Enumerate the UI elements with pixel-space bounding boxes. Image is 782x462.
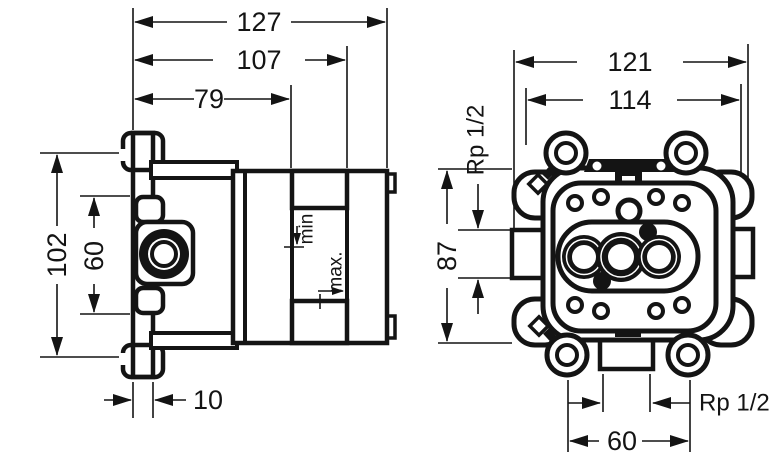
min-depth-block (289, 168, 350, 211)
top-center-port (615, 197, 643, 225)
front-view-extension-lines (438, 44, 749, 452)
bottom-left-brace (527, 314, 551, 338)
front-housing (509, 130, 756, 378)
screw-hole (566, 194, 584, 212)
flange-top-arm (149, 160, 239, 180)
screw-hole (647, 188, 665, 206)
dim-label-width-outer: 127 (236, 7, 281, 37)
label-max: max. (326, 251, 347, 292)
dim-label-front-height: 87 (432, 241, 462, 271)
side-port-boss-inner (150, 240, 178, 268)
dim-label-front-width-inner: 114 (608, 85, 651, 115)
flange-bottom-arm (149, 331, 239, 350)
mounting-flange (119, 130, 239, 380)
screw-hole (592, 188, 610, 206)
dim-label-width-inner: 79 (194, 84, 224, 114)
side-view-extension-lines (40, 8, 388, 418)
flange-bottom-clip-notch (119, 353, 127, 365)
front-view-dimension-lines (441, 56, 747, 447)
flange-upper-tab (133, 194, 166, 225)
flange-top-clip-notch (119, 149, 127, 161)
side-view: 127 107 79 102 60 10 (40, 7, 397, 418)
dim-label-flange-depth: 10 (193, 385, 223, 415)
side-view-dimension-lines (51, 16, 386, 406)
screw-hole (592, 302, 610, 320)
plaster-depth-labels: min max. (284, 214, 347, 309)
top-edge-ridge (584, 159, 676, 172)
valve-box-body (230, 168, 397, 346)
screw-hole (673, 194, 691, 212)
left-side-port (509, 227, 549, 281)
screw-hole (566, 296, 584, 314)
screw-hole (647, 302, 665, 320)
dim-label-height-inner: 60 (79, 241, 109, 271)
flange-lower-tab (133, 285, 166, 316)
front-view: 121 114 87 Rp 1/2 Rp 1/2 60 (432, 44, 770, 456)
pilot-hole-bottom (593, 272, 611, 290)
dim-label-bottom-spacing: 60 (607, 426, 637, 456)
label-bottom-thread: Rp 1/2 (699, 390, 770, 417)
screw-hole (673, 296, 691, 314)
top-left-brace (526, 172, 550, 196)
pilot-hole-top (639, 223, 657, 241)
dim-label-height-outer: 102 (42, 232, 72, 277)
label-side-thread: Rp 1/2 (463, 105, 490, 176)
dim-label-width-mid: 107 (236, 45, 281, 75)
dim-label-front-width-outer: 121 (607, 47, 652, 77)
label-min: min (297, 214, 318, 245)
